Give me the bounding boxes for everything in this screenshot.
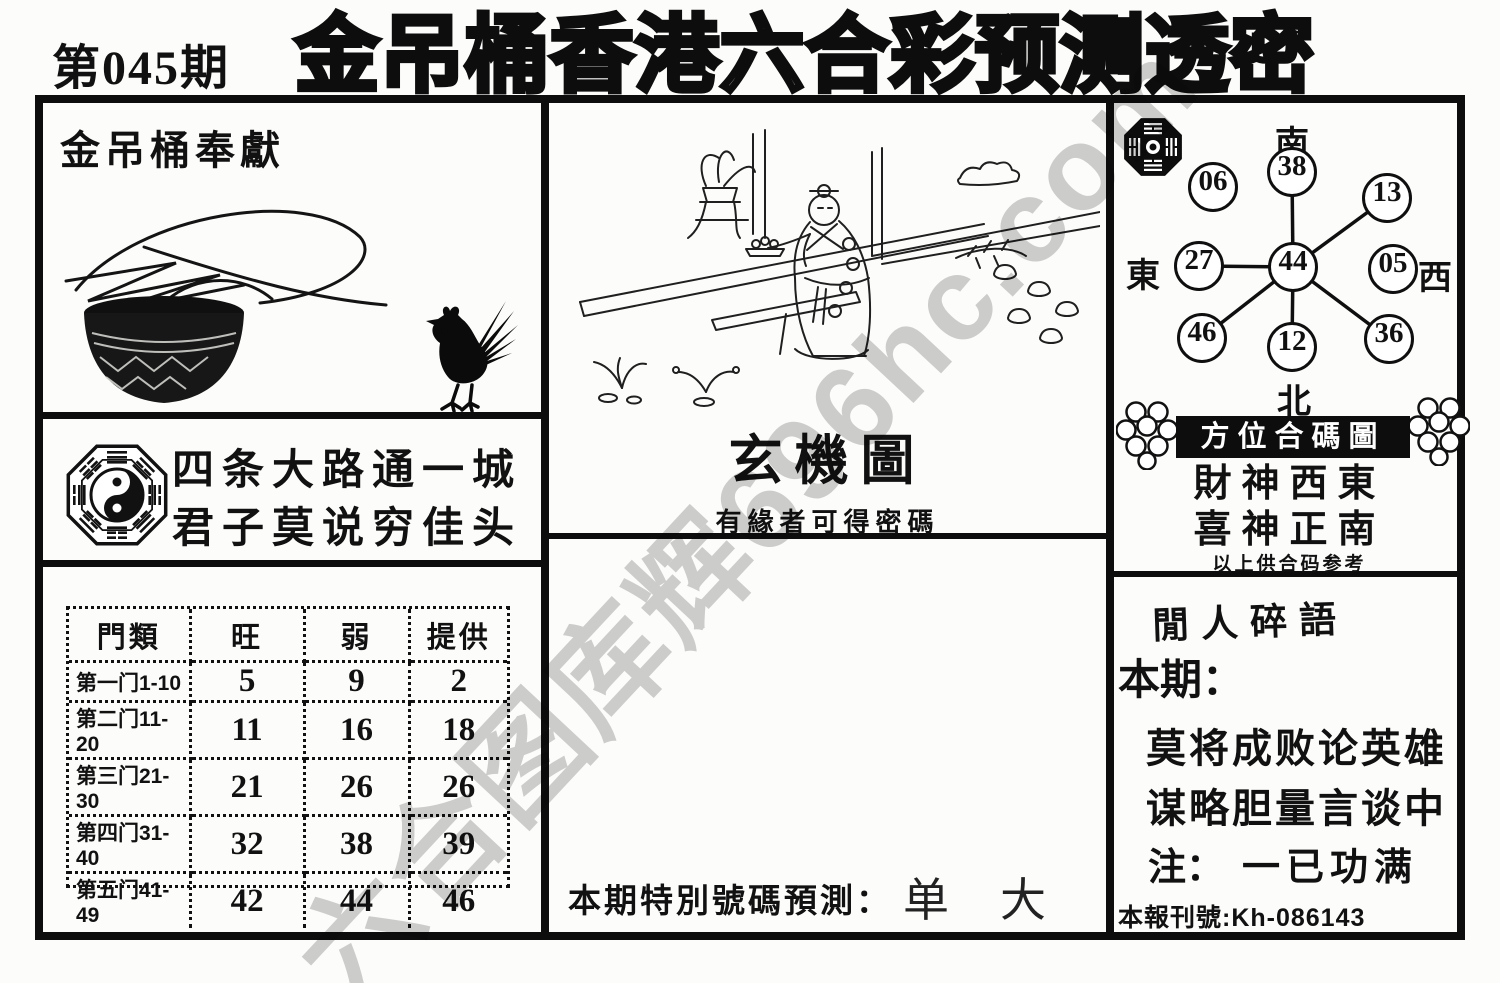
- table-cell: 39: [410, 817, 507, 874]
- compass-number-se: 36: [1364, 314, 1414, 364]
- issue-number: 第045期: [52, 42, 231, 95]
- joy-god-line: 喜神正南: [1193, 509, 1386, 551]
- mystery-scene-illustration: [579, 129, 1100, 407]
- table-header-weak: 弱: [305, 609, 411, 663]
- compass-number-e: 05: [1368, 244, 1418, 294]
- bagua-yinyang-icon: [66, 444, 168, 546]
- table-cell: 2: [410, 663, 507, 703]
- black-bagua-icon: [1124, 118, 1182, 176]
- table-row-category: 第三门21-30: [69, 760, 192, 817]
- note-line: 注： 一已功满: [1148, 836, 1418, 891]
- page-title: 金吊桶香港六合彩预测透密: [293, 5, 1317, 104]
- special-prediction-odd: 单: [903, 875, 949, 926]
- mystery-chart-title: 玄機圖: [728, 431, 927, 491]
- brand-title: 金吊桶奉獻: [60, 129, 285, 173]
- reference-note: 以上供合码参考: [1212, 554, 1367, 575]
- slogan-line-1: 四条大路通一城: [172, 448, 523, 494]
- table-cell: 5: [191, 663, 306, 703]
- this-issue-label: 本期：: [1118, 656, 1245, 703]
- gates-table: 門類 旺 弱 提供 第一门1-10 5 9 2 第二门11-20 11 16 1…: [66, 606, 510, 928]
- wealth-god-line: 財神西東: [1193, 463, 1386, 505]
- compass-label-north: 北: [1277, 383, 1311, 421]
- rooster-icon: [426, 301, 518, 413]
- table-header-provide: 提供: [410, 609, 507, 663]
- compass-number-s: 12: [1267, 322, 1317, 372]
- column-divider-right: [1106, 95, 1114, 940]
- poem-line-1: 莫将成败论英雄: [1146, 727, 1447, 771]
- direction-code-banner: 方位合碼圖: [1176, 416, 1410, 458]
- mystery-chart-subtitle: 有緣者可得密碼: [715, 508, 940, 537]
- left-section-divider-1: [35, 412, 549, 419]
- table-cell: 9: [305, 663, 411, 703]
- table-row-category: 第四门31-40: [69, 817, 192, 874]
- table-header-category: 門類: [69, 609, 192, 663]
- table-cell: 11: [191, 703, 306, 760]
- table-cell: 46: [442, 882, 476, 919]
- table-cell: 44: [306, 874, 411, 928]
- compass-label-west: 西: [1418, 259, 1452, 297]
- gossip-title: 閒人碎語: [1151, 599, 1349, 648]
- bucket-body: [84, 313, 244, 403]
- flower-cluster-right-icon: [1408, 397, 1470, 466]
- outer-border: [35, 95, 1465, 940]
- table-row-category: 第二门11-20: [69, 703, 192, 760]
- poem-line-2: 谋略胆量言谈中: [1146, 787, 1447, 831]
- golden-bucket-illustration: [64, 209, 388, 403]
- note-label: 注：: [1148, 847, 1225, 889]
- bucket-weave-texture: [91, 332, 237, 391]
- slogan-line-2: 君子莫说穷佳头: [172, 506, 523, 552]
- table-header-strong: 旺: [191, 609, 306, 663]
- table-cell: 26: [305, 760, 411, 817]
- table-cell: 16: [305, 703, 411, 760]
- center-section-divider: [549, 533, 1106, 539]
- compass-number-n: 38: [1267, 147, 1317, 197]
- compass-number-ne: 13: [1362, 173, 1412, 223]
- table-cell: 18: [410, 703, 507, 760]
- table-cell: 21: [191, 760, 306, 817]
- table-cell: 32: [191, 817, 306, 874]
- compass-number-nw: 06: [1188, 162, 1238, 212]
- table-cell: 38: [305, 817, 411, 874]
- right-section-divider: [1114, 571, 1465, 577]
- left-section-divider-2: [35, 560, 549, 567]
- flower-cluster-left-icon: [1116, 401, 1178, 470]
- scribble-lines: [64, 209, 388, 315]
- compass-number-w: 27: [1174, 241, 1224, 291]
- note-text: 一已功满: [1242, 847, 1419, 889]
- table-cell: 26: [410, 760, 507, 817]
- special-prediction-big: 大: [1000, 875, 1046, 926]
- publication-number: 本報刊號:Kh-086143: [1118, 904, 1366, 932]
- table-row-category: 第五门41-49: [69, 874, 192, 928]
- table-cell: 42: [192, 874, 306, 928]
- compass-number-center: 44: [1268, 242, 1318, 292]
- compass-number-sw: 46: [1177, 313, 1227, 363]
- compass-label-east: 東: [1126, 257, 1160, 295]
- table-row-category: 第一门1-10: [69, 663, 192, 703]
- column-divider-left: [541, 95, 549, 940]
- special-number-label: 本期特別號碼預測：: [568, 884, 892, 920]
